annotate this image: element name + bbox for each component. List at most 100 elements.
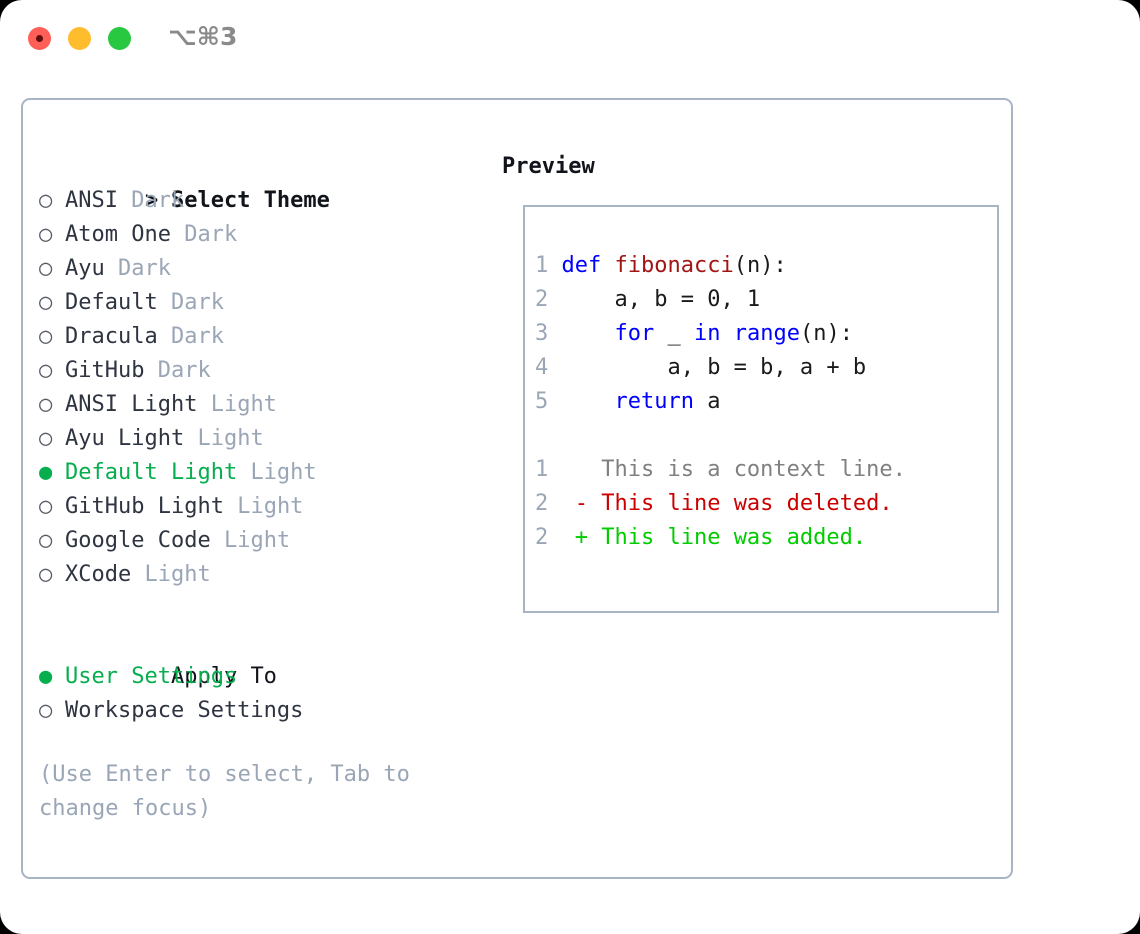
- maximize-button[interactable]: [108, 27, 131, 50]
- code-gutter-gap: [548, 355, 561, 380]
- theme-label-gap: [171, 222, 184, 247]
- theme-label-gap: [237, 460, 250, 485]
- diff-line: 2 + This line was added.: [535, 521, 991, 555]
- theme-option-label: Dracula: [65, 324, 158, 349]
- code-token: [720, 321, 733, 346]
- theme-option-label: GitHub Light: [65, 494, 224, 519]
- radio-unselected-icon: ○: [39, 494, 53, 519]
- theme-variant-tag: Light: [197, 426, 264, 451]
- code-token: (n):: [733, 253, 787, 278]
- radio-unselected-icon: ○: [39, 324, 53, 349]
- radio-unselected-icon: ○: [39, 188, 53, 213]
- title-bar: ⌥⌘3: [0, 0, 1140, 78]
- diff-line-number: 1: [535, 457, 549, 482]
- diff-line-number: 2: [535, 525, 549, 550]
- diff-gutter-gap: [548, 457, 575, 482]
- list-spacer: [39, 592, 479, 626]
- code-token: a: [693, 389, 721, 414]
- preview-pane: Preview 1 def fibonacci(n):2 a, b = 0, 1…: [502, 150, 1002, 613]
- code-token: [562, 389, 615, 414]
- theme-label-gap: [158, 290, 171, 315]
- minimize-button[interactable]: [68, 27, 91, 50]
- radio-unselected-icon: ○: [39, 222, 53, 247]
- theme-option-label: XCode: [65, 562, 132, 587]
- theme-label-gap: [211, 528, 224, 553]
- close-icon: [36, 35, 43, 42]
- apply-to-header: ○Apply To: [39, 626, 479, 689]
- theme-label-gap: [118, 188, 131, 213]
- code-token: range: [733, 321, 800, 346]
- keyboard-shortcut-label: ⌥⌘3: [168, 22, 238, 51]
- theme-option-row[interactable]: ○Ayu Light Light: [39, 422, 479, 456]
- radio-unselected-icon: ○: [39, 290, 53, 315]
- code-line-number: 5: [535, 389, 549, 414]
- theme-option-row[interactable]: ○Atom One Dark: [39, 218, 479, 252]
- theme-option-row[interactable]: ○ Google Code Light: [39, 524, 479, 558]
- theme-option-row[interactable]: ○ ANSI Light Light: [39, 388, 479, 422]
- code-line-number: 2: [535, 287, 549, 312]
- theme-option-row[interactable]: ●Default Light Light: [39, 456, 479, 490]
- diff-line: 1 This is a context line.: [535, 453, 991, 487]
- radio-unselected-icon: ○: [39, 426, 53, 451]
- theme-label-gap: [184, 426, 197, 451]
- theme-option-row[interactable]: ○ Default Dark: [39, 286, 479, 320]
- diff-line-text: + This line was added.: [574, 525, 867, 550]
- diff-line-text: This is a context line.: [574, 457, 906, 482]
- apply-to-option-label: User Settings: [65, 664, 238, 689]
- apply-to-option-row[interactable]: ●User Settings: [39, 660, 479, 694]
- code-gutter-gap: [548, 321, 561, 346]
- radio-unselected-icon: ○: [39, 358, 53, 383]
- theme-variant-tag: Light: [223, 528, 291, 553]
- code-blank-line: [535, 419, 991, 453]
- theme-variant-tag: Dark: [170, 290, 224, 315]
- theme-option-row[interactable]: ○Ayu Dark: [39, 252, 479, 286]
- theme-variant-tag: Light: [237, 494, 304, 519]
- theme-option-label: Google Code: [65, 528, 211, 553]
- theme-option-label: Default Light: [65, 460, 238, 485]
- radio-unselected-icon: ○: [39, 256, 53, 281]
- code-line-number: 4: [535, 355, 549, 380]
- select-theme-header: >Select Theme: [39, 150, 479, 213]
- theme-option-row[interactable]: ○ANSI Dark: [39, 184, 479, 218]
- theme-list-pane: >Select Theme ○ANSI Dark○Atom One Dark○A…: [39, 150, 479, 826]
- code-token: a, b = 0, 1: [561, 287, 761, 312]
- prompt-caret-icon: >: [144, 188, 159, 213]
- theme-option-row[interactable]: ○XCode Light: [39, 558, 479, 592]
- theme-variant-tag: Dark: [118, 256, 171, 281]
- theme-label-gap: [131, 562, 144, 587]
- theme-option-label: GitHub: [65, 358, 145, 383]
- code-line-number: 3: [535, 321, 549, 346]
- apply-to-option-row[interactable]: ○Workspace Settings: [39, 694, 479, 728]
- diff-line-text: - This line was deleted.: [574, 491, 893, 516]
- code-token: in: [693, 321, 721, 346]
- theme-label-gap: [158, 324, 171, 349]
- radio-unselected-icon: ○: [39, 528, 53, 553]
- radio-unselected-icon: ○: [39, 392, 53, 417]
- apply-to-header-label: Apply To: [170, 664, 277, 689]
- code-line: 2 a, b = 0, 1: [535, 283, 991, 317]
- code-token: [562, 321, 615, 346]
- theme-label-gap: [144, 358, 157, 383]
- theme-variant-tag: Dark: [131, 188, 185, 213]
- code-line: 4 a, b = b, a + b: [535, 351, 991, 385]
- code-token: def: [561, 253, 615, 278]
- code-gutter-gap: [548, 287, 561, 312]
- theme-option-row[interactable]: ○GitHub Dark: [39, 354, 479, 388]
- theme-variant-tag: Light: [210, 392, 277, 417]
- code-line: 3 for _ in range(n):: [535, 317, 991, 351]
- diff-gutter-gap: [548, 525, 575, 550]
- radio-unselected-icon: ○: [39, 698, 53, 723]
- theme-option-label: Default: [65, 290, 158, 315]
- theme-options-list: ○ANSI Dark○Atom One Dark○Ayu Dark○Defaul…: [39, 184, 479, 592]
- code-line: 5 return a: [535, 385, 991, 419]
- theme-option-row[interactable]: ○Dracula Dark: [39, 320, 479, 354]
- theme-variant-tag: Light: [144, 562, 211, 587]
- theme-option-label: ANSI Light: [65, 392, 198, 417]
- theme-label-gap: [105, 256, 118, 281]
- theme-picker-card: >Select Theme ○ANSI Dark○Atom One Dark○A…: [21, 98, 1013, 879]
- theme-option-row[interactable]: ○ GitHub Light Light: [39, 490, 479, 524]
- radio-selected-icon: ●: [39, 460, 53, 485]
